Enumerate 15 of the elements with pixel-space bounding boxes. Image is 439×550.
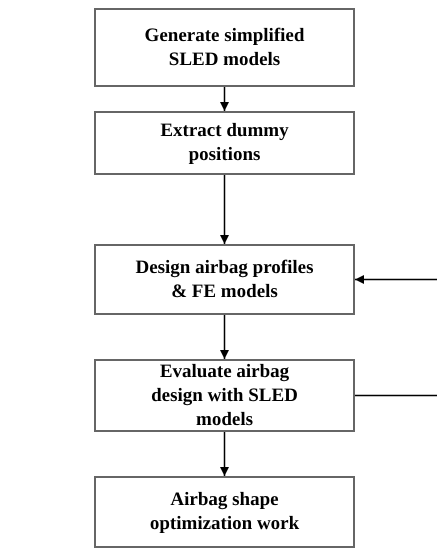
- box-label: Extract dummy positions: [159, 119, 290, 167]
- box-label: Airbag shape optimization work: [148, 488, 300, 536]
- arrow: [220, 175, 229, 244]
- arrow: [355, 275, 437, 284]
- arrow: [220, 315, 229, 359]
- process-box: [94, 244, 355, 315]
- process-box: [94, 359, 355, 432]
- process-box: [94, 476, 355, 548]
- box-label: Design airbag profiles & FE models: [134, 256, 315, 304]
- arrow: [220, 432, 229, 476]
- process-box: [94, 111, 355, 175]
- process-box: [94, 8, 355, 87]
- box-label: Evaluate airbag design with SLED models: [150, 360, 299, 432]
- arrow: [220, 87, 229, 111]
- box-label: Generate simplified SLED models: [144, 24, 306, 72]
